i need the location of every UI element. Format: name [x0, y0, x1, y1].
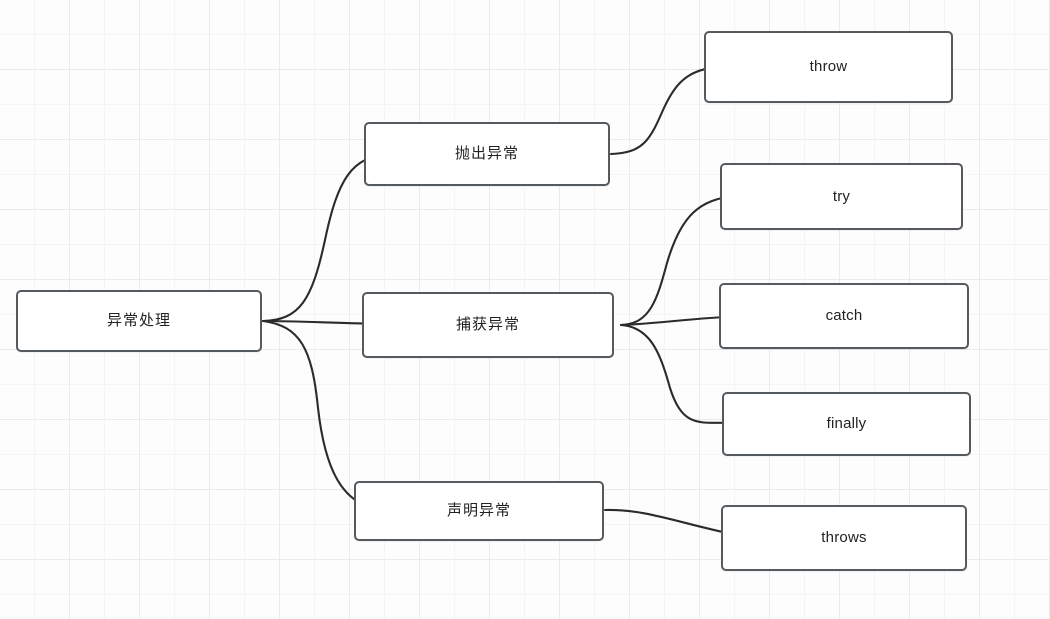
- node-catch-exception-group[interactable]: 捕获异常: [362, 292, 614, 358]
- node-throws-label: throws: [821, 529, 867, 546]
- node-declare-exception-group-label: 声明异常: [446, 502, 511, 519]
- node-declare-exception-group[interactable]: 声明异常: [354, 481, 604, 541]
- node-catch-exception-group-label: 捕获异常: [455, 316, 520, 333]
- node-catch[interactable]: catch: [719, 283, 969, 349]
- node-root[interactable]: 异常处理: [16, 290, 262, 352]
- node-finally[interactable]: finally: [722, 392, 971, 456]
- node-root-label: 异常处理: [106, 312, 171, 329]
- node-finally-label: finally: [826, 415, 867, 432]
- node-throw-exception-group[interactable]: 抛出异常: [364, 122, 610, 186]
- node-throw-exception-group-label: 抛出异常: [454, 145, 519, 162]
- node-try[interactable]: try: [720, 163, 963, 230]
- node-try-label: try: [832, 187, 851, 205]
- node-throw-label: throw: [809, 58, 848, 75]
- node-catch-label: catch: [825, 307, 863, 324]
- node-throw[interactable]: throw: [704, 31, 953, 103]
- node-throws[interactable]: throws: [721, 505, 967, 571]
